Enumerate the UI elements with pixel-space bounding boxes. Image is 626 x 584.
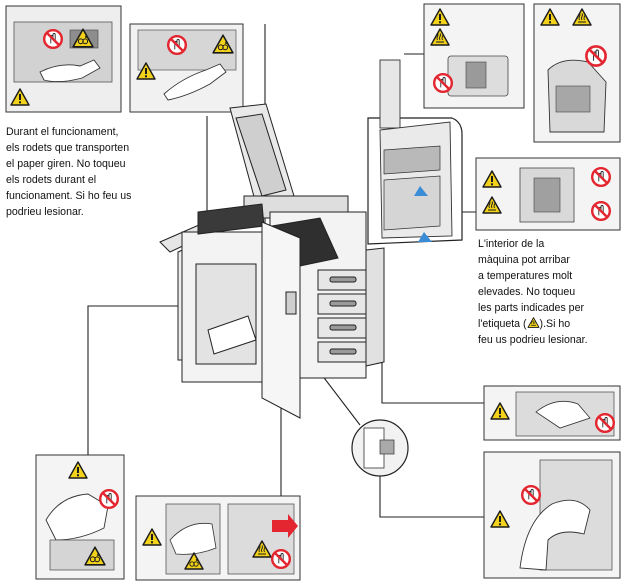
no-touch-icon [42, 28, 64, 50]
inset-top-far-right [533, 3, 621, 143]
caption-line: Durant el funcionament, [6, 126, 119, 138]
caption-line: funcionament. Si ho feu us [6, 190, 132, 202]
caption-line: els rodets durant el [6, 174, 97, 186]
caption-line: les parts indicades per [478, 302, 584, 314]
no-touch-icon [594, 412, 616, 434]
caption-line: màquina pot arribar [478, 254, 570, 266]
copier-machine-illustration [159, 103, 385, 419]
caption-line: L'interior de la [478, 238, 545, 250]
caption-rollers-warning: Durant el funcionament, els rodets que t… [6, 124, 181, 220]
callout-fuser-open [367, 59, 463, 245]
inset-top-right-small [423, 3, 525, 109]
no-touch-icon [520, 484, 542, 506]
caption-line: elevades. No toqueu [478, 286, 576, 298]
no-touch-icon [585, 45, 607, 67]
inset-top-center [129, 23, 244, 113]
no-touch-icon [98, 488, 120, 510]
inset-bottom-left [35, 454, 125, 580]
hand-illustration [39, 59, 101, 83]
caption-line: el paper giren. No toqueu [6, 158, 126, 170]
caption-line: podrieu lesionar. [6, 206, 84, 218]
inset-top-left [5, 5, 122, 113]
caption-line: l'etiqueta ( ).Si ho [478, 316, 626, 332]
leader-line-bottom-left [87, 305, 213, 455]
no-touch-icon [166, 34, 188, 56]
hot-area-marker [418, 232, 432, 242]
no-touch-icon [432, 72, 454, 94]
no-touch-icon [590, 200, 612, 222]
caption-line: els rodets que transporten [6, 142, 130, 154]
hot-surface-icon [527, 317, 540, 328]
inset-bottom-right [483, 451, 621, 579]
caption-line: feu us podrieu lesionar. [478, 334, 588, 346]
leader-line-lower-right [381, 248, 484, 404]
caption-line: a temperatures molt [478, 270, 573, 282]
leader-line-zoom-right [379, 474, 484, 518]
hand-illustration [163, 63, 227, 101]
no-touch-icon [270, 548, 292, 570]
hot-area-marker [414, 186, 428, 196]
hand-illustration [45, 493, 109, 541]
caption-hot-surface-warning: L'interior de la màquina pot arribar a t… [478, 236, 626, 348]
person-bumping-head-illustration [519, 499, 591, 571]
zoom-circle-door [351, 419, 409, 477]
inset-bottom-middle [135, 495, 301, 581]
inset-right-middle [475, 157, 621, 231]
no-touch-icon [590, 166, 612, 188]
inset-right-lower [483, 385, 621, 441]
caption-fragment: l'etiqueta ( [478, 318, 527, 330]
arrow-icon [272, 514, 298, 538]
caption-fragment: ).Si ho [539, 318, 571, 330]
